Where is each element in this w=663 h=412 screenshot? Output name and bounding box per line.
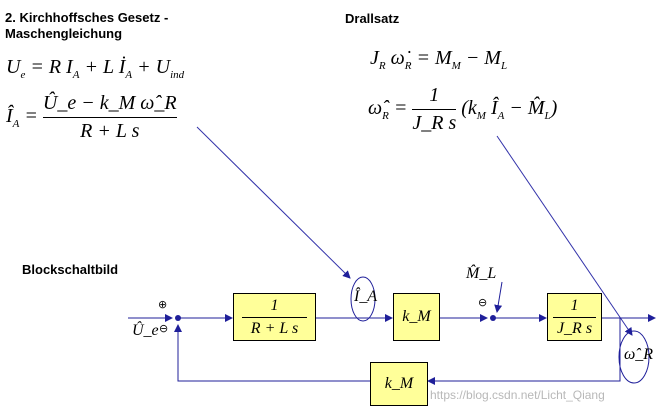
load-torque-line <box>494 281 503 313</box>
armature-current-label: Î_A <box>354 288 378 305</box>
drallsatz-heading: Drallsatz <box>345 11 400 26</box>
current-denominator: R + L s <box>80 120 140 142</box>
current-equation: ÎA = Û_e − k_M ω̂_R R + L s <box>6 92 177 143</box>
motor-constant-block: k_M <box>393 293 440 341</box>
omega-equation: ω̂R = 1 J_R s (kM ÎA − M̂L) <box>368 84 558 134</box>
electrical-block-numerator: 1 <box>270 296 279 314</box>
minus-sign-load: ⊖ <box>478 296 488 309</box>
omega-denominator: J_R s <box>412 112 457 134</box>
omega-highlight-ellipse <box>618 330 650 384</box>
mechanical-transfer-block: 1 J_R s <box>547 293 602 341</box>
kirchhoff-heading-line2: Maschengleichung <box>5 26 123 41</box>
feedback-constant-label: k_M <box>384 375 414 392</box>
current-symbol: ÎA = <box>6 105 43 130</box>
electrical-transfer-block: 1 R + L s <box>233 293 316 341</box>
motor-constant-label: k_M <box>402 308 431 325</box>
feedback-path <box>427 318 621 385</box>
pointer-line-current <box>196 126 351 279</box>
drall-equation: JR ω̇R = MM − ML <box>370 47 508 72</box>
mechanical-block-numerator: 1 <box>570 296 579 314</box>
mesh-equation: Ue = R IA + L İA + Uind <box>6 56 185 81</box>
plus-sign-input: ⊕ <box>158 298 168 311</box>
current-highlight-ellipse <box>350 276 376 322</box>
kirchhoff-heading: 2. Kirchhoffsches Gesetz - Maschengleich… <box>5 10 168 42</box>
kirchhoff-heading-line1: 2. Kirchhoffsches Gesetz - <box>5 10 169 25</box>
watermark: https://blog.csdn.net/Licht_Qiang <box>430 388 605 402</box>
angular-velocity-label: ω̂_R <box>624 346 654 363</box>
minus-sign-feedback: ⊖ <box>159 322 169 335</box>
current-numerator: Û_e − k_M ω̂_R <box>42 92 177 114</box>
load-torque-label: M̂_L <box>466 265 497 282</box>
electrical-block-denominator: R + L s <box>250 319 299 337</box>
input-voltage-label: Û_e <box>132 322 159 339</box>
blockschaltbild-heading: Blockschaltbild <box>22 262 119 277</box>
mechanical-block-denominator: J_R s <box>556 319 593 337</box>
pointer-line-omega <box>496 135 633 336</box>
omega-numerator: 1 <box>429 84 440 106</box>
feedback-constant-block: k_M <box>370 362 428 406</box>
